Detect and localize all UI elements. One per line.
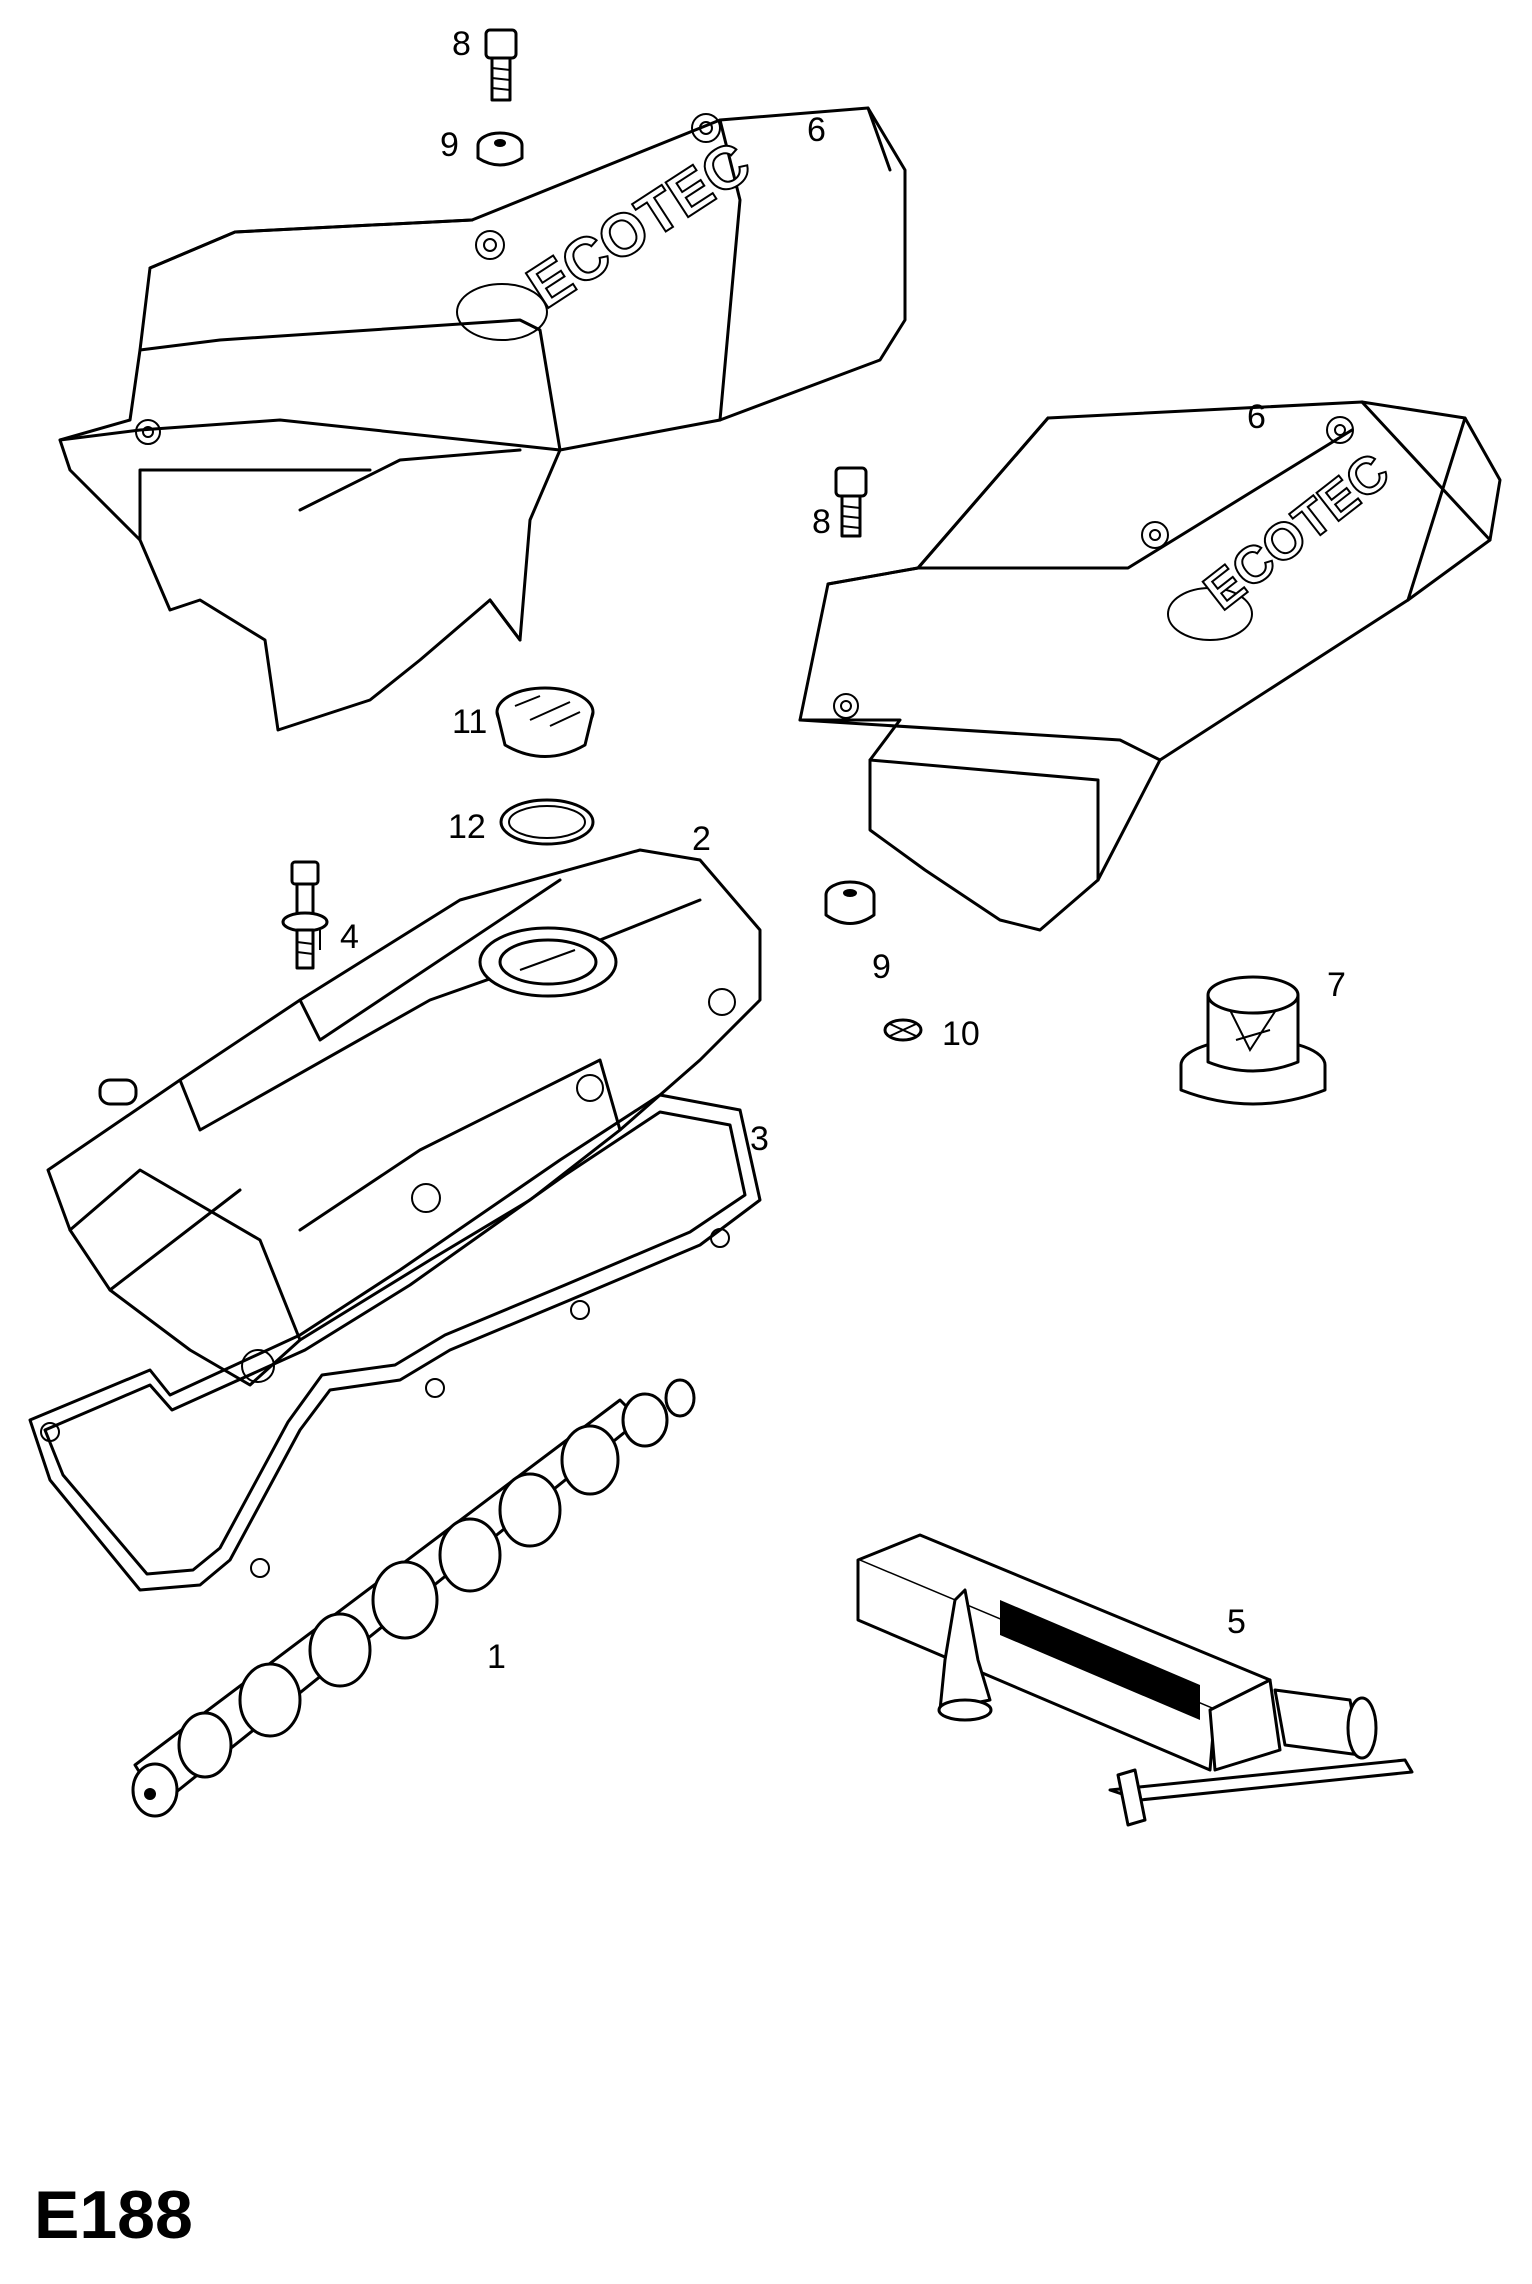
callout-8-upper: 8 xyxy=(452,25,471,63)
cover-stud-bolt xyxy=(281,860,329,970)
oil-filler-cap xyxy=(495,686,595,758)
callout-8-lower: 8 xyxy=(812,503,831,541)
callout-10: 10 xyxy=(942,1015,980,1053)
callout-1: 1 xyxy=(487,1638,506,1676)
cover-gasket xyxy=(28,1093,762,1592)
callout-5: 5 xyxy=(1227,1603,1246,1641)
callout-9-upper: 9 xyxy=(440,126,459,164)
clip xyxy=(883,1018,923,1042)
callout-7: 7 xyxy=(1327,966,1346,1004)
callout-6-upper: 6 xyxy=(807,111,826,149)
bush-upper xyxy=(476,131,524,167)
bolt-lower xyxy=(834,466,868,538)
diagram-code: E188 xyxy=(34,2177,193,2253)
callout-3: 3 xyxy=(750,1120,769,1158)
callout-2: 2 xyxy=(692,820,711,858)
bolt-upper xyxy=(484,28,518,102)
bush-lower xyxy=(824,880,876,925)
seal-ring xyxy=(499,798,595,846)
callout-9-lower: 9 xyxy=(872,948,891,986)
callout-12: 12 xyxy=(448,808,486,846)
grommet xyxy=(1179,975,1327,1106)
engine-cover-lower: ECOTEC xyxy=(798,400,1502,932)
callout-11: 11 xyxy=(452,703,488,741)
callout-4: 4 xyxy=(340,918,359,956)
cylinder-head-cover xyxy=(46,848,762,1387)
sealant-tube xyxy=(856,1533,1414,1827)
camshaft xyxy=(131,1378,696,1818)
callout-6-lower: 6 xyxy=(1247,398,1266,436)
engine-cover-upper: ECOTEC xyxy=(58,106,907,732)
